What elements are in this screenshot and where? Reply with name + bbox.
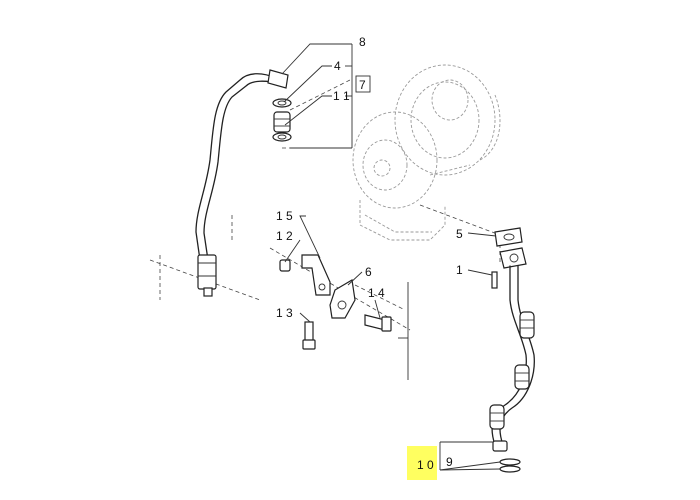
bracket-assembly bbox=[279, 254, 392, 350]
callout-12: 1 2 bbox=[276, 229, 293, 243]
oil-return-pipe bbox=[489, 227, 535, 473]
callout-4: 4 bbox=[334, 59, 341, 73]
callout-5: 5 bbox=[456, 227, 463, 241]
turbocharger bbox=[352, 64, 501, 241]
callout-8: 8 bbox=[359, 35, 366, 49]
callout-13: 1 3 bbox=[276, 306, 293, 320]
callout-14: 1 4 bbox=[368, 286, 385, 300]
callout-10-highlight bbox=[407, 446, 437, 480]
callout-1: 1 bbox=[456, 263, 463, 277]
callout-15: 1 5 bbox=[276, 209, 293, 223]
callout-7: 7 bbox=[359, 78, 366, 92]
callout-9: 9 bbox=[446, 455, 453, 469]
callout-leaders-top bbox=[281, 43, 371, 149]
oil-feed-pipe bbox=[195, 69, 289, 297]
callout-leaders-middle bbox=[284, 215, 381, 323]
callout-leaders-right bbox=[398, 232, 501, 471]
callout-10: 1 0 bbox=[417, 458, 434, 472]
callout-6: 6 bbox=[365, 265, 372, 279]
banjo-parts bbox=[272, 98, 292, 142]
callout-11: 1 1 bbox=[333, 89, 350, 103]
